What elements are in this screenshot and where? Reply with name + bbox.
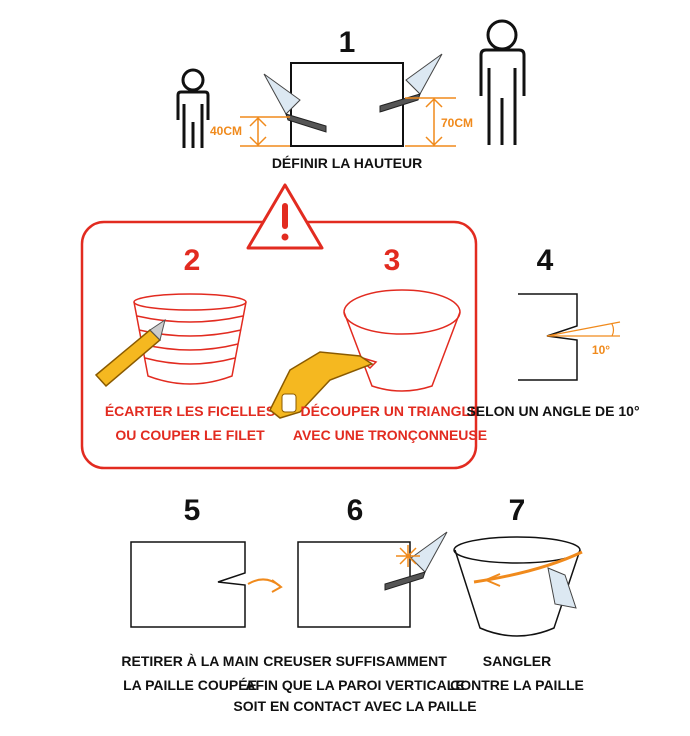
step-7-caption-line1: SANGLER	[483, 653, 551, 669]
step-2-caption-line2: OU COUPER LE FILET	[115, 427, 265, 443]
step-7-caption-line2: CONTRE LA PAILLE	[450, 677, 584, 693]
chainsaw-icon	[269, 351, 374, 419]
step-2-caption-line1: ÉCARTER LES FICELLES	[105, 403, 275, 419]
angle-cut-diagram-icon	[518, 293, 578, 381]
box-cutter-icon	[94, 318, 166, 388]
step-2: 2 ÉCARTER LES FICELLES OU COUPER LE FILE…	[94, 244, 275, 443]
bale-box	[297, 541, 411, 628]
step-3-caption-line2: AVEC UNE TRONÇONNEUSE	[293, 427, 487, 443]
step-7-number: 7	[509, 494, 526, 527]
step-5: 5 RETIRER À LA MAIN LA PAILLE COUPÉE	[121, 494, 283, 693]
step-4-number: 4	[537, 244, 554, 277]
bale-cut-box	[130, 541, 246, 628]
step-6-caption-line3: SOIT EN CONTACT AVEC LA PAILLE	[233, 698, 476, 714]
wedge-icon	[547, 567, 577, 609]
step-3-caption-line1: DÉCOUPER UN TRIANGLE	[301, 403, 480, 419]
step-4-caption: SELON UN ANGLE DE 10°	[466, 403, 639, 419]
step-6: 6 CREUSER SUFFISAMMENT AFIN QUE LA PAROI…	[233, 494, 476, 714]
step-1-number: 1	[339, 26, 356, 59]
dimension-70-label: 70CM	[441, 116, 473, 130]
step-5-caption-line2: LA PAILLE COUPÉE	[123, 677, 257, 693]
dimension-40-icon	[240, 116, 290, 147]
dimension-40-label: 40CM	[210, 124, 242, 138]
strap-arrow-icon	[483, 573, 501, 587]
step-5-caption-line1: RETIRER À LA MAIN	[121, 653, 258, 669]
step-7: 7 SANGLER CONTRE LA PAILLE	[450, 494, 584, 693]
bale-with-strings-icon	[133, 293, 247, 385]
step-1-caption: DÉFINIR LA HAUTEUR	[272, 155, 422, 171]
step-2-number: 2	[184, 244, 201, 277]
dimension-70-icon	[405, 97, 456, 147]
step-4: 4 10° SELON UN ANGLE DE 10°	[466, 244, 639, 419]
strapped-bale-icon	[453, 536, 581, 637]
child-figure-icon	[176, 68, 210, 148]
adult-figure-icon	[479, 19, 526, 145]
step-6-number: 6	[347, 494, 364, 527]
step-6-caption-line2: AFIN QUE LA PAROI VERTICALE	[245, 677, 464, 693]
step-3: 3 DÉCOUPER UN TRIANGLE AVEC UNE TRONÇONN…	[269, 244, 487, 443]
bale-icon	[343, 289, 461, 392]
step-6-caption-line1: CREUSER SUFFISAMMENT	[263, 653, 447, 669]
step-5-number: 5	[184, 494, 201, 527]
angle-marker-icon	[546, 321, 621, 337]
step-3-number: 3	[384, 244, 401, 277]
warning-triangle-icon	[246, 183, 324, 250]
contact-marker-icon	[396, 545, 420, 567]
angle-label: 10°	[592, 343, 610, 357]
step-1: 1 40CM 70CM DÉFINIR LA HAUTEUR	[176, 19, 526, 171]
